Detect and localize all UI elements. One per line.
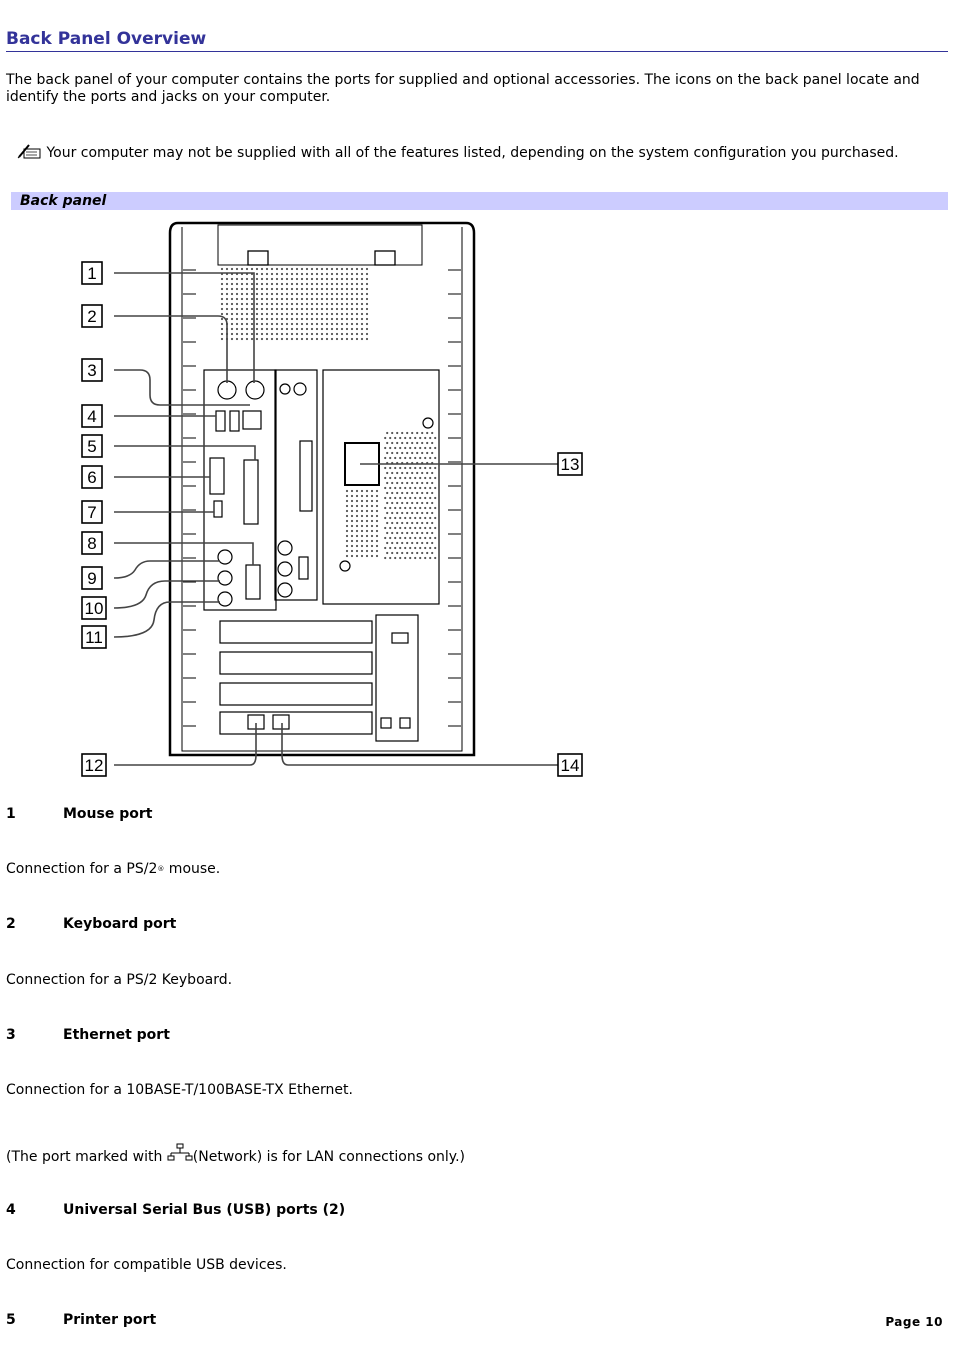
item-label: Mouse port	[63, 806, 153, 822]
note-text: (Network) is for LAN connections only.)	[192, 1149, 465, 1165]
page-title: Back Panel Overview	[6, 29, 948, 52]
item-4-heading: 4 Universal Serial Bus (USB) ports (2)	[6, 1202, 345, 1219]
svg-text:12: 12	[85, 756, 104, 775]
desc-text: Connection for a PS/2	[6, 861, 158, 877]
section-title: Back panel	[20, 193, 107, 209]
network-icon	[167, 1143, 193, 1161]
item-3-heading: 3 Ethernet port	[6, 1027, 170, 1044]
callout-12: 12	[81, 753, 107, 777]
svg-text:9: 9	[87, 569, 96, 588]
callout-3: 3	[81, 358, 103, 382]
note-text: Your computer may not be supplied with a…	[42, 145, 899, 161]
item-3-note: (The port marked with (Network) is for L…	[6, 1143, 465, 1166]
callout-4: 4	[81, 404, 103, 428]
svg-text:5: 5	[87, 437, 96, 456]
desc-text: mouse.	[164, 861, 221, 877]
item-5-heading: 5 Printer port	[6, 1312, 156, 1329]
item-1-description: Connection for a PS/2® mouse.	[6, 861, 220, 878]
item-label: Universal Serial Bus (USB) ports (2)	[63, 1202, 346, 1218]
svg-text:13: 13	[561, 455, 580, 474]
page-number: Page 10	[885, 1315, 943, 1329]
note-paragraph: Your computer may not be supplied with a…	[6, 143, 936, 162]
callout-10: 10	[81, 596, 107, 620]
svg-text:14: 14	[561, 756, 580, 775]
callout-1: 1	[81, 261, 103, 285]
note-text: (The port marked with	[6, 1149, 167, 1165]
callout-11: 11	[81, 625, 107, 649]
svg-text:10: 10	[85, 599, 104, 618]
callout-6: 6	[81, 465, 103, 489]
svg-text:8: 8	[87, 534, 96, 553]
callout-13: 13	[557, 452, 583, 476]
svg-text:11: 11	[85, 628, 103, 647]
item-number: 1	[6, 806, 16, 822]
item-4-description: Connection for compatible USB devices.	[6, 1257, 287, 1273]
svg-text:7: 7	[87, 503, 96, 522]
section-header: Back panel	[11, 192, 948, 210]
registered-mark: ®	[157, 865, 165, 873]
callout-9: 9	[81, 566, 103, 590]
svg-text:1: 1	[87, 264, 96, 283]
item-label: Ethernet port	[63, 1027, 170, 1043]
svg-text:6: 6	[87, 468, 96, 487]
intro-paragraph: The back panel of your computer contains…	[6, 72, 920, 105]
svg-text:3: 3	[87, 361, 96, 380]
callout-8: 8	[81, 531, 103, 555]
callout-5: 5	[81, 434, 103, 458]
item-label: Keyboard port	[63, 916, 177, 932]
svg-text:2: 2	[87, 307, 96, 326]
item-1-heading: 1 Mouse port	[6, 806, 152, 823]
item-3-description: Connection for a 10BASE-T/100BASE-TX Eth…	[6, 1082, 353, 1098]
callout-2: 2	[81, 304, 103, 328]
note-pencil-icon	[17, 144, 41, 159]
item-number: 2	[6, 916, 16, 932]
item-2-description: Connection for a PS/2 Keyboard.	[6, 972, 233, 988]
item-number: 4	[6, 1202, 16, 1218]
callout-7: 7	[81, 500, 103, 524]
item-label: Printer port	[63, 1312, 157, 1328]
callout-14: 14	[557, 753, 583, 777]
item-number: 3	[6, 1027, 16, 1043]
svg-text:4: 4	[87, 407, 96, 426]
item-number: 5	[6, 1312, 16, 1328]
item-2-heading: 2 Keyboard port	[6, 916, 176, 933]
